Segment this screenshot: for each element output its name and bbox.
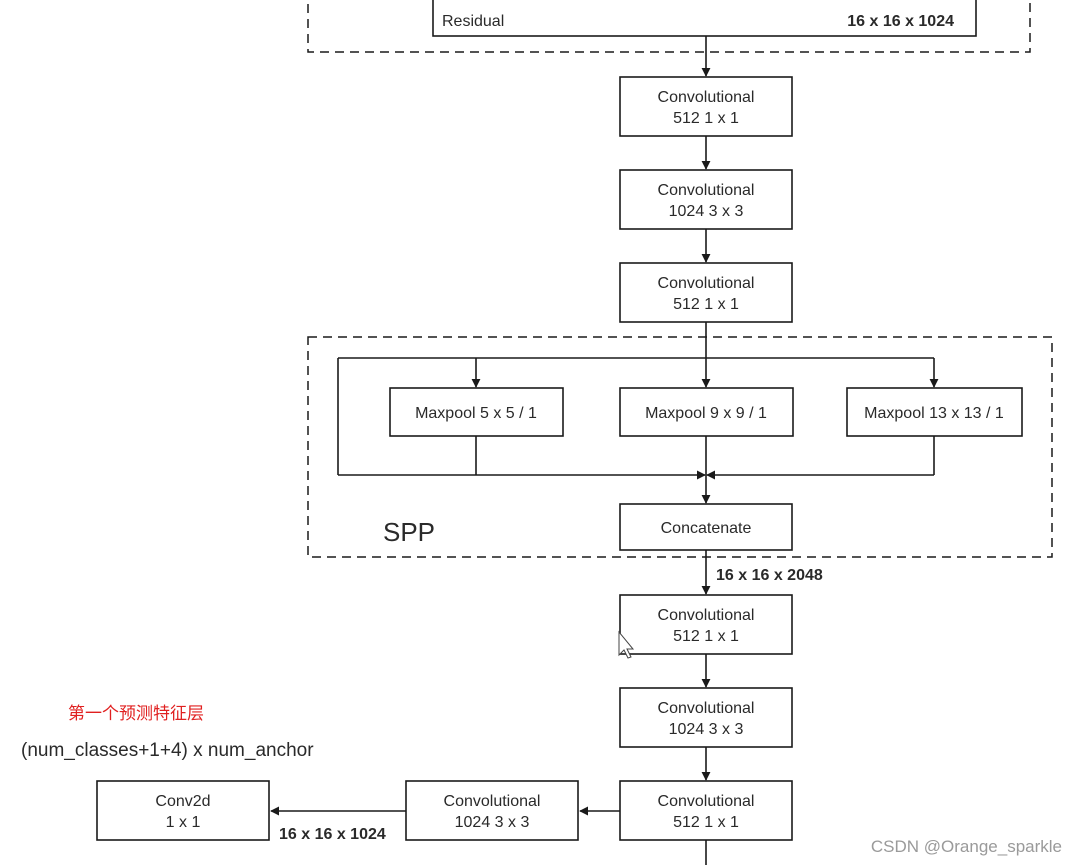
conv4-params: 512 1 x 1 (673, 628, 739, 645)
conv2-params: 1024 3 x 3 (669, 203, 744, 220)
conv2d-title: Conv2d (155, 793, 210, 810)
conv-block-5 (619, 687, 793, 748)
conv-block-3 (619, 262, 793, 323)
spp-output-shape: 16 x 16 x 2048 (716, 567, 823, 584)
spp-label: SPP (383, 517, 435, 547)
conv4-title: Convolutional (658, 607, 755, 624)
conv5-params: 1024 3 x 3 (669, 721, 744, 738)
residual-shape: 16 x 16 x 1024 (847, 13, 954, 30)
prediction-formula: (num_classes+1+4) x num_anchor (21, 740, 314, 761)
conv5-title: Convolutional (658, 700, 755, 717)
maxpool-13x13-label: Maxpool 13 x 13 / 1 (864, 405, 1004, 422)
maxpool-13x13-box (846, 387, 1023, 437)
maxpool-5x5-box (389, 387, 564, 437)
conv7-params: 1024 3 x 3 (455, 814, 530, 831)
conv2-title: Convolutional (658, 182, 755, 199)
conv7-title: Convolutional (444, 793, 541, 810)
mouse-cursor-icon (618, 630, 635, 659)
conv-block-1 (619, 76, 793, 137)
watermark: CSDN @Orange_sparkle (871, 837, 1062, 856)
conv1-params: 512 1 x 1 (673, 110, 739, 127)
conv3-params: 512 1 x 1 (673, 296, 739, 313)
conv3-title: Convolutional (658, 275, 755, 292)
concatenate-label: Concatenate (661, 520, 752, 537)
conv-block-6 (619, 780, 793, 841)
residual-label: Residual (442, 13, 504, 30)
maxpool-9x9-label: Maxpool 9 x 9 / 1 (645, 405, 767, 422)
head-output-shape: 16 x 16 x 1024 (279, 826, 386, 843)
conv2d-params: 1 x 1 (166, 814, 201, 831)
concatenate-box (619, 503, 793, 551)
conv2d-box (96, 780, 270, 841)
residual-box (432, 0, 977, 37)
conv-block-4 (619, 594, 793, 655)
spp-dashed-group (307, 336, 1053, 558)
conv-block-7 (405, 780, 579, 841)
conv6-title: Convolutional (658, 793, 755, 810)
maxpool-5x5-label: Maxpool 5 x 5 / 1 (415, 405, 537, 422)
conv1-title: Convolutional (658, 89, 755, 106)
maxpool-9x9-box (619, 387, 794, 437)
conv6-params: 512 1 x 1 (673, 814, 739, 831)
conv-block-2 (619, 169, 793, 230)
prediction-layer-label: 第一个预测特征层 (68, 704, 204, 724)
backbone-dashed-group (307, 0, 1031, 53)
